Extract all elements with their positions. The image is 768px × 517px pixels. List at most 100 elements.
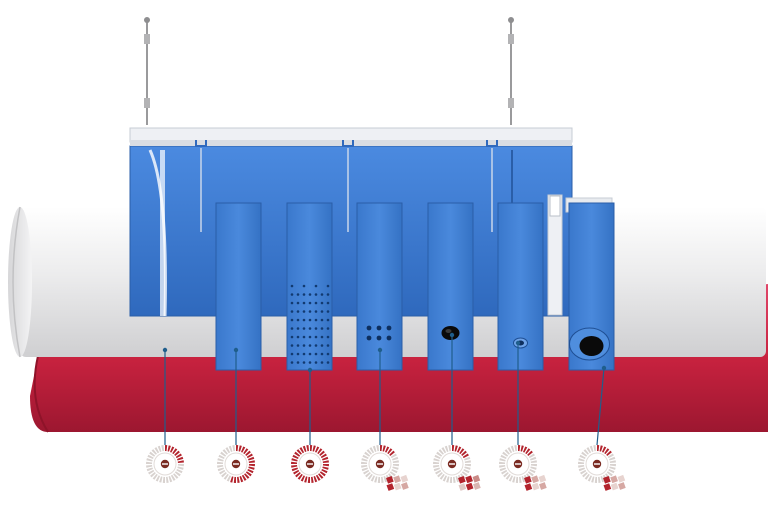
dial-segment — [177, 464, 184, 467]
dial-segment — [578, 461, 585, 464]
dial-segment — [456, 446, 462, 453]
dial-segment — [302, 445, 307, 452]
dial-segment — [455, 476, 460, 483]
dial-segment — [294, 451, 301, 457]
dial-segment — [578, 458, 585, 462]
dial-bar — [603, 483, 612, 491]
dial-segment — [291, 458, 298, 462]
perforation-hole — [320, 352, 324, 356]
dial-segment — [297, 473, 303, 480]
dial-bar — [618, 482, 626, 490]
dial-segment — [296, 449, 302, 455]
perforation-hole — [314, 293, 318, 296]
perforation-hole — [320, 327, 324, 330]
dial-segment — [293, 469, 300, 475]
dial-segment — [462, 453, 469, 459]
panels-group — [215, 202, 615, 371]
panel-4 — [427, 202, 474, 371]
inner-wires — [200, 148, 493, 232]
perforation-hole — [320, 335, 324, 339]
dial-segment — [376, 445, 379, 452]
nozzle-opening — [441, 326, 460, 340]
dial-segment — [597, 445, 600, 452]
perforation-hole — [302, 327, 306, 330]
perforation-hole — [308, 301, 312, 305]
dial-segment — [433, 465, 440, 468]
dial-segment — [299, 447, 305, 454]
dial-segment — [217, 458, 224, 462]
dial-segment — [307, 476, 310, 483]
dial-segment — [311, 476, 314, 483]
dial-segment — [148, 469, 155, 475]
dial-segment — [601, 446, 607, 453]
perforation-hole — [290, 335, 294, 339]
panel-3 — [356, 202, 403, 371]
dial-segment — [168, 476, 173, 483]
dial-segment — [146, 458, 153, 462]
dial-segment — [226, 475, 232, 482]
dial-bar — [465, 482, 474, 491]
dial-segment — [318, 473, 324, 479]
dial-segment — [291, 467, 298, 472]
dial-segment — [233, 476, 236, 483]
dial-bar — [457, 475, 466, 484]
dial-segment — [155, 475, 161, 482]
dial-segment — [217, 465, 224, 468]
perforation-hole — [308, 293, 312, 296]
dial-segment — [522, 446, 528, 453]
dial-segment — [383, 476, 388, 483]
perforation-hole — [308, 310, 312, 313]
dial-segment — [362, 454, 369, 460]
dials-group — [146, 445, 626, 491]
dial-segment — [452, 445, 455, 452]
dial-segment — [530, 466, 537, 470]
dial-segment — [433, 458, 440, 462]
dial-5 — [433, 445, 481, 491]
dial-segment — [604, 448, 610, 455]
dial-segment — [177, 466, 184, 470]
dial-bar — [531, 475, 539, 484]
dial-bar — [472, 474, 481, 483]
perforation-hole — [308, 335, 312, 339]
dial-segment — [244, 473, 250, 479]
dial-segment — [530, 460, 537, 463]
dial-segment — [598, 476, 601, 483]
dial-segment — [500, 454, 507, 460]
dial-bar — [610, 482, 619, 491]
leader-dot — [377, 347, 383, 353]
dial-segment — [223, 473, 229, 480]
perforation-hole — [302, 352, 306, 356]
dial-segment — [518, 445, 521, 452]
dial-segment — [464, 460, 471, 463]
dial-segment — [313, 476, 318, 483]
dial-bar — [610, 475, 618, 484]
perforation-hole — [314, 301, 318, 305]
dial-segment — [177, 460, 184, 463]
leader-dot — [601, 365, 607, 371]
panel-5 — [497, 202, 544, 371]
dial-segment — [239, 476, 244, 483]
dial-segment — [237, 476, 240, 483]
dial-segment — [520, 445, 524, 452]
dial-segment — [366, 449, 372, 455]
perforation-hole — [366, 335, 372, 341]
perforation-hole — [326, 352, 330, 356]
dial-segment — [370, 475, 376, 482]
dial-segment — [169, 446, 175, 453]
perforation-hole — [326, 301, 330, 305]
dial-segment — [365, 472, 371, 478]
dial-segment — [310, 445, 313, 452]
dial-segment — [521, 476, 526, 483]
dial-segment — [322, 456, 329, 461]
dial-segment — [374, 476, 378, 483]
dial-segment — [221, 472, 227, 478]
perforation-hole — [326, 335, 330, 339]
dial-segment — [306, 445, 309, 452]
dial-bars — [524, 474, 547, 491]
dial-segment — [606, 450, 612, 456]
dial-bar — [400, 474, 409, 483]
dial-segment — [292, 454, 299, 460]
perforation-hole — [308, 344, 312, 347]
dial-segment — [150, 472, 156, 478]
